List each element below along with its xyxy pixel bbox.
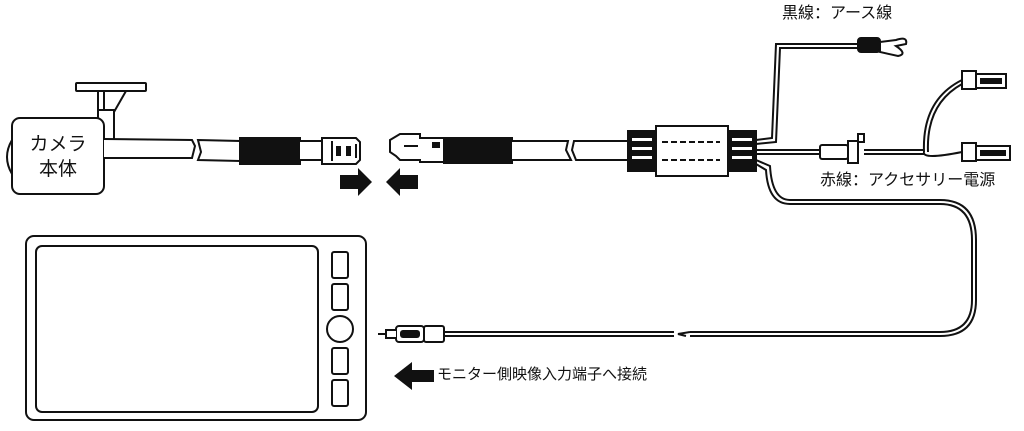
monitor	[25, 235, 367, 421]
monitor-knob	[326, 315, 354, 343]
extension-cable	[389, 133, 629, 164]
monitor-connect-arrow	[394, 362, 434, 390]
ground-wire	[755, 37, 908, 145]
monitor-connect-label: モニター側映像入力端子へ接続	[437, 365, 648, 383]
monitor-button-2	[331, 283, 349, 311]
camera-label-line1: カメラ	[29, 133, 87, 155]
connect-arrows	[340, 168, 418, 196]
camera-label-line2: 本体	[38, 158, 77, 180]
camera-label: カメラ 本体	[14, 132, 102, 182]
video-cable	[378, 159, 977, 343]
monitor-button-4	[331, 379, 349, 407]
junction-box	[627, 125, 757, 177]
camera-cable	[103, 137, 361, 165]
ground-terminal	[879, 37, 908, 58]
monitor-button-1	[331, 251, 349, 279]
accessory-wire	[756, 70, 1011, 164]
accessory-wire-label: 赤線：アクセサリー電源	[820, 170, 996, 189]
monitor-button-3	[331, 347, 349, 375]
camera-body	[6, 82, 147, 195]
ground-wire-label: 黒線：アース線	[782, 3, 893, 22]
